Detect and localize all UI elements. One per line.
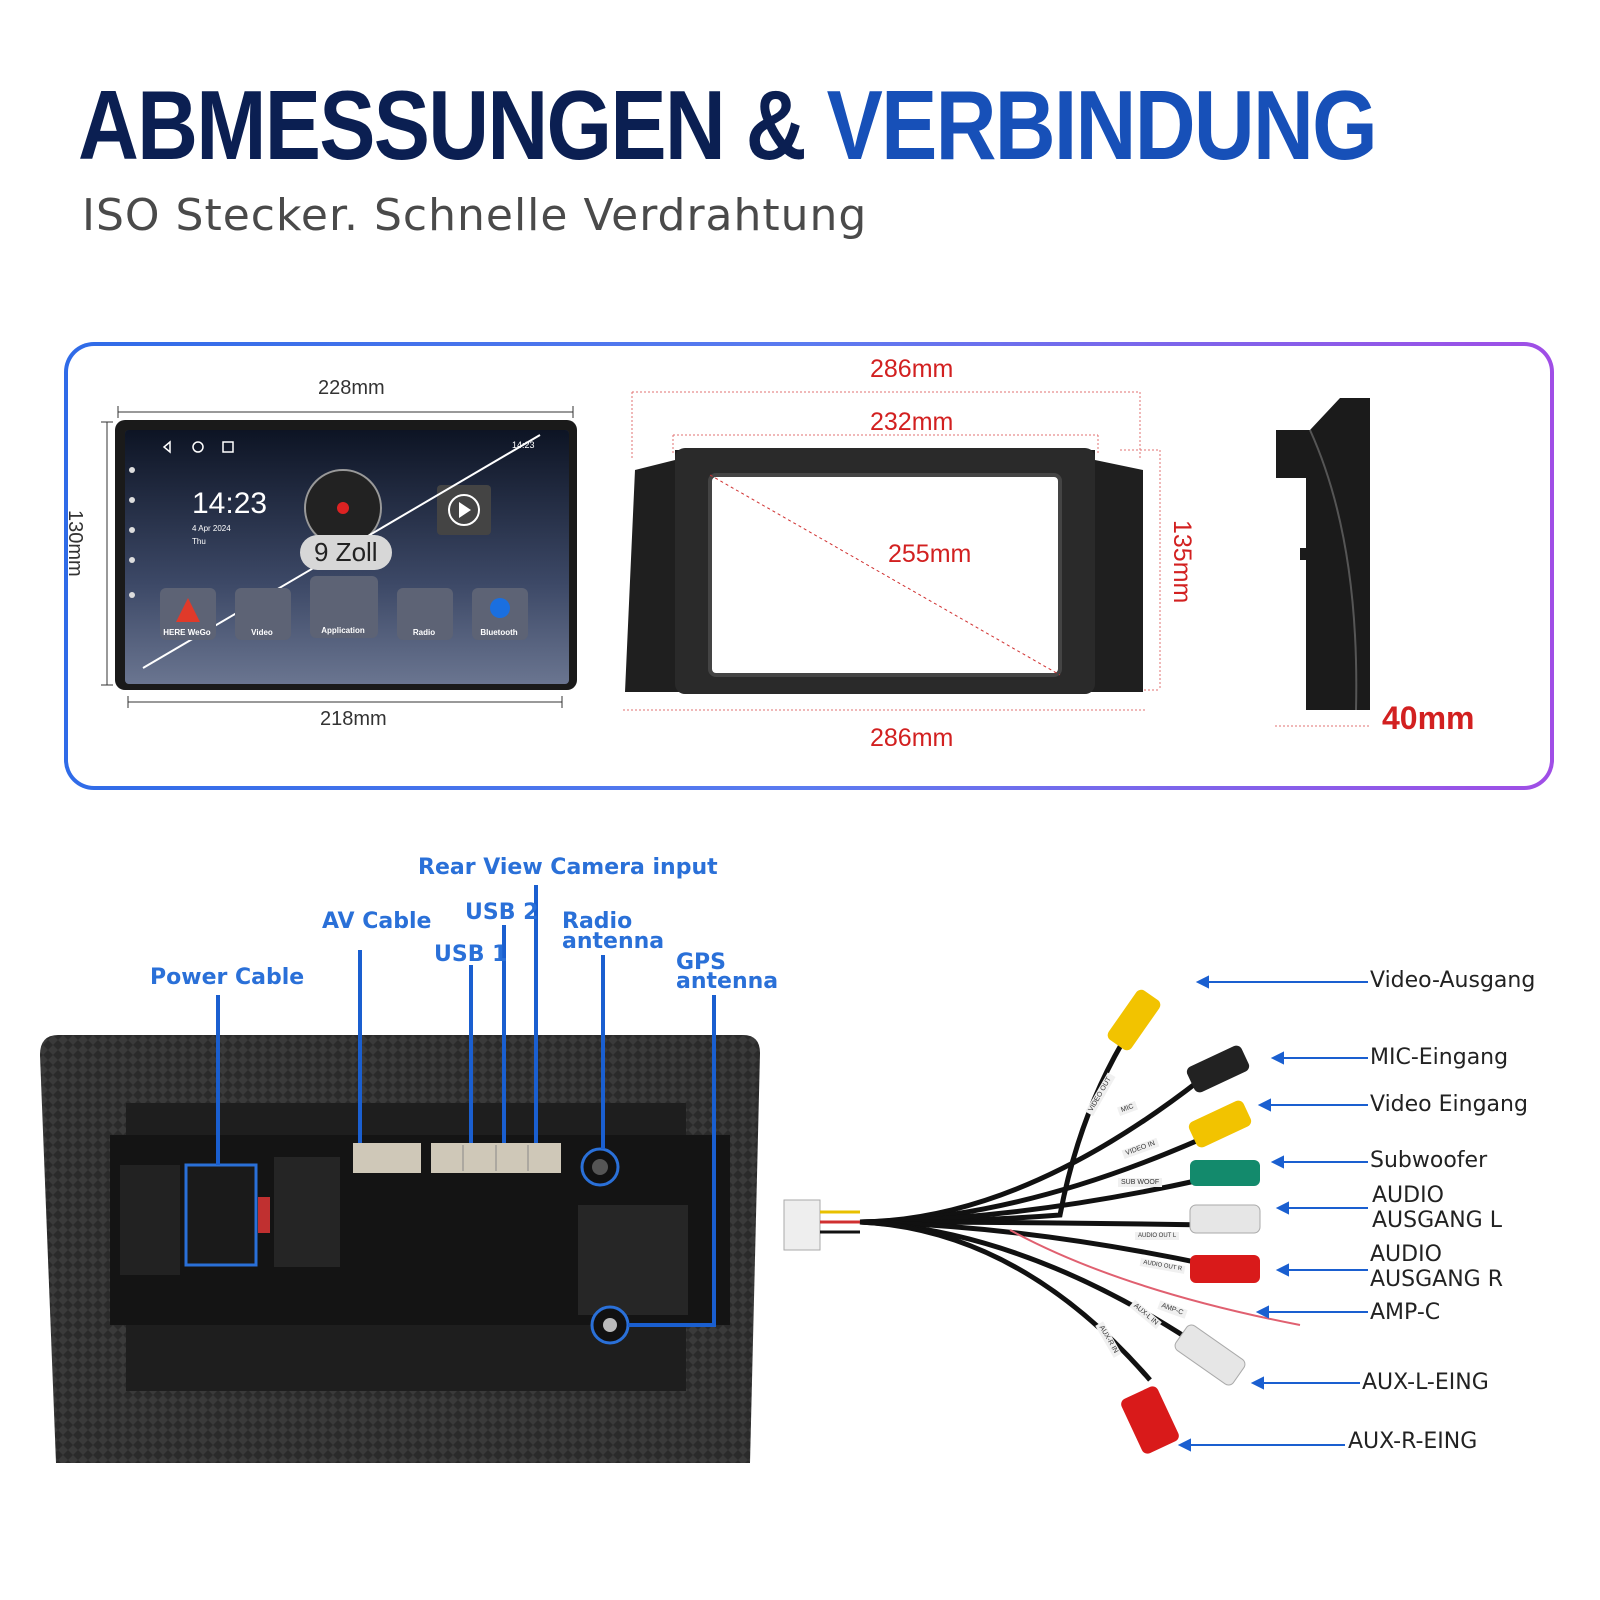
app-label-video: Video [251, 628, 273, 637]
radio-antenna-label-line1: Radio [562, 909, 633, 934]
frame-inner-top-label: 232mm [870, 408, 954, 436]
radio-width-bottom-label: 218mm [320, 708, 387, 730]
camera-input-label: Rear View Camera input [418, 855, 718, 880]
frame-diagonal-label: 255mm [888, 540, 972, 568]
harness-label-video-out: Video-Ausgang [1370, 968, 1536, 993]
app-label-bluetooth: Bluetooth [480, 628, 518, 637]
power-cable-label: Power Cable [150, 965, 305, 990]
frame-depth-label: 40mm [1382, 700, 1475, 736]
harness-label-audio-r-line1: AUDIO [1370, 1242, 1442, 1267]
harness-label-mic-in: MIC-Eingang [1370, 1045, 1509, 1070]
app-label-radio: Radio [412, 628, 436, 637]
radio-antenna-label-line2: antenna [562, 929, 665, 954]
mounting-frame-drawing [623, 391, 1161, 711]
frame-side-view-drawing [1275, 398, 1370, 727]
gps-antenna-label-line1: GPS [676, 950, 727, 975]
harness-label-aux-r: AUX-R-EING [1348, 1429, 1478, 1454]
app-label-here-wego: HERE WeGo [163, 628, 211, 637]
app-label-application: Application [321, 626, 365, 635]
rca-harness-drawing [783, 975, 1368, 1454]
usb1-label: USB 1 [434, 942, 508, 967]
title-part2: VERBINDUNG [826, 70, 1378, 180]
title-ampersand: & [745, 70, 807, 180]
screen-clock: 14:23 [192, 487, 268, 520]
gps-antenna-label-line2: antenna [676, 969, 779, 994]
screen-weekday: Thu [192, 537, 206, 546]
harness-label-subwoofer: Subwoofer [1370, 1148, 1488, 1173]
harness-label-audio-l-line2: AUSGANG L [1372, 1208, 1502, 1233]
screen-date: 4 Apr 2024 [192, 524, 231, 533]
harness-label-aux-l: AUX-L-EING [1362, 1370, 1489, 1395]
screen-status-time: 14:23 [512, 440, 535, 450]
frame-height-label: 135mm [1168, 520, 1196, 604]
tag-sub-woof: SUB WOOF [1118, 1178, 1163, 1187]
back-panel-drawing [40, 1035, 760, 1463]
frame-outer-top-label: 286mm [870, 355, 954, 383]
tag-audio-out-l: AUDIO OUT L [1135, 1232, 1180, 1240]
screen-size-badge: 9 Zoll [300, 535, 392, 570]
av-cable-label: AV Cable [322, 909, 432, 934]
back-panel-callout-lines [216, 885, 716, 1040]
title-part1: ABMESSUNGEN [78, 70, 726, 180]
radio-width-top-label: 228mm [318, 377, 385, 399]
page-title: ABMESSUNGEN & VERBINDUNG [78, 70, 1378, 180]
harness-label-video-in: Video Eingang [1370, 1092, 1528, 1117]
usb2-label: USB 2 [465, 900, 539, 925]
page-subtitle: ISO Stecker. Schnelle Verdrahtung [82, 190, 868, 241]
harness-label-audio-r-line2: AUSGANG R [1370, 1267, 1503, 1292]
harness-label-amp-c: AMP-C [1370, 1300, 1441, 1325]
harness-label-audio-l-line1: AUDIO [1372, 1183, 1444, 1208]
frame-outer-bottom-label: 286mm [870, 724, 954, 752]
radio-height-label: 130mm [64, 510, 86, 577]
